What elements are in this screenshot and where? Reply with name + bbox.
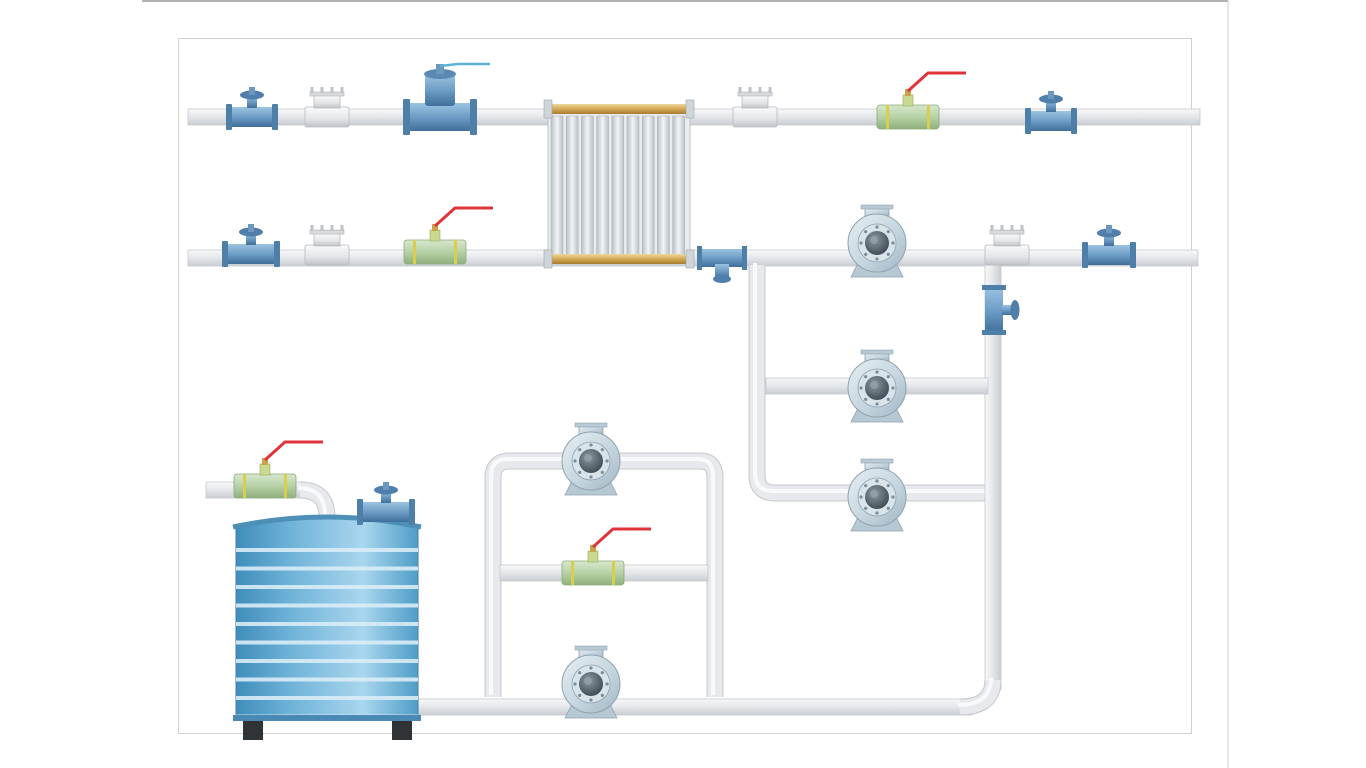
pump-second-line[interactable] (847, 204, 907, 278)
page-frames (142, 0, 1229, 768)
ball-valve-bypass[interactable] (561, 527, 651, 586)
pump-middle-branch[interactable] (847, 349, 907, 423)
check-valve-top-1[interactable] (304, 87, 350, 128)
check-valve-top-2[interactable] (732, 87, 778, 128)
pipe-bend-tank-inlet (297, 481, 336, 518)
gate-valve-tank-top[interactable] (357, 482, 415, 525)
gate-valve-top-1[interactable] (226, 87, 278, 130)
tee-fitting[interactable] (697, 246, 747, 283)
pump-bypass-top[interactable] (561, 422, 621, 496)
plate-heat-exchanger[interactable] (543, 99, 695, 269)
pump-lower-branch[interactable] (847, 458, 907, 532)
check-valve-second-1[interactable] (304, 225, 350, 266)
pump-bottom-line[interactable] (561, 645, 621, 719)
gate-valve-second-2[interactable] (1082, 225, 1136, 268)
gate-valve-top-2[interactable] (1025, 91, 1077, 134)
pipe-bend-bottom-right (957, 677, 1002, 716)
ball-valve-top[interactable] (876, 71, 966, 130)
pipe-bottom-line (417, 698, 973, 716)
large-blue-valve[interactable] (403, 62, 490, 135)
pipe-bend-left-loop (748, 263, 990, 502)
storage-tank[interactable] (232, 514, 422, 740)
check-valve-second-2[interactable] (984, 225, 1030, 266)
equipment (222, 62, 1136, 740)
ball-valve-second[interactable] (403, 206, 493, 265)
ball-valve-tank-inlet[interactable] (233, 440, 323, 499)
gate-valve-second-1[interactable] (222, 224, 280, 267)
vertical-gate-valve[interactable] (982, 285, 1020, 335)
